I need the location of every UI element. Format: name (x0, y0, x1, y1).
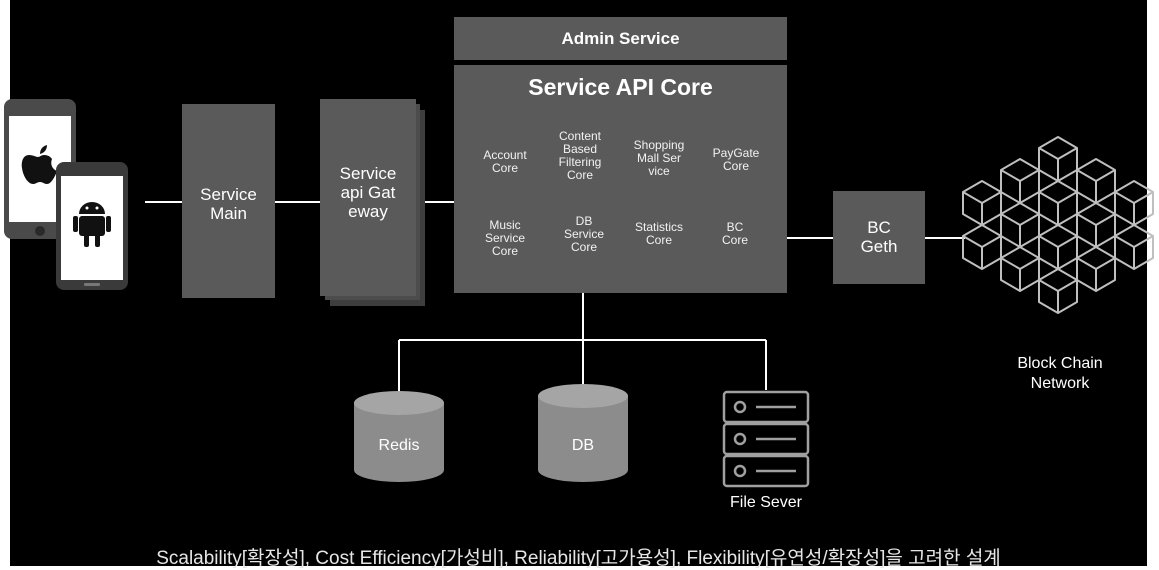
apple-logo-icon (21, 145, 57, 184)
android-phone-icon (56, 162, 128, 290)
account-core-label: Account Core (483, 148, 527, 175)
blockchain-network-label: Block Chain Network (1017, 355, 1103, 392)
db-label: DB (571, 437, 595, 454)
db-cylinder-icon (538, 384, 628, 482)
service-main-box (182, 104, 275, 298)
design-goals-caption: Scalability[확장성], Cost Efficiency[가성비], … (156, 548, 1001, 569)
admin-service-label: Admin Service (561, 29, 680, 48)
gateway-box (320, 99, 416, 296)
db-service-core-label: DB Service Core (563, 214, 604, 254)
service-api-core-box (454, 65, 787, 293)
gateway-label: Service api Gat eway (339, 164, 397, 221)
bc-geth-label: BC Geth (860, 218, 898, 256)
statistics-core-label: Statistics Core (634, 220, 683, 247)
android-logo-icon (73, 202, 111, 247)
service-api-core-title: Service API Core (528, 74, 713, 100)
music-service-core-label: Music Service Core (484, 218, 525, 258)
redis-label: Redis (378, 437, 420, 454)
admin-service-box (454, 17, 787, 60)
file-server-label: File Sever (729, 494, 803, 511)
content-filtering-core-label: Content Based Filtering Core (558, 129, 602, 182)
file-server-icon (722, 390, 810, 488)
paygate-core-label: PayGate Core (712, 146, 760, 173)
shopping-mall-service-label: Shopping Mall Ser vice (633, 138, 685, 178)
bc-core-label: BC Core (721, 220, 748, 247)
bc-geth-box (833, 191, 925, 284)
redis-cylinder-icon (354, 391, 444, 482)
service-main-label: Service Main (200, 185, 257, 223)
